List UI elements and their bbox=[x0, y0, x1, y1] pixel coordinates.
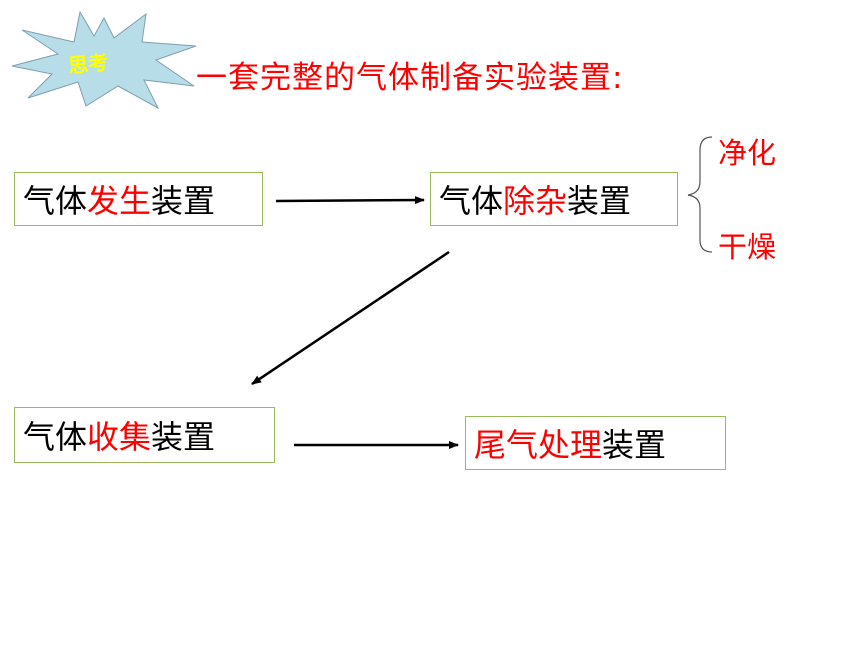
starburst-badge bbox=[11, 10, 197, 110]
page-title: 一套完整的气体制备实验装置: bbox=[196, 60, 624, 96]
collection-part1: 气体 bbox=[23, 418, 88, 456]
generation-highlight: 发生 bbox=[87, 182, 152, 220]
arrow-purification-to-collection bbox=[251, 250, 450, 386]
generation-part2: 装置 bbox=[151, 182, 216, 220]
branch-brace bbox=[687, 136, 713, 253]
generation-part1: 气体 bbox=[23, 182, 88, 220]
branch-top-label: 净化 bbox=[718, 136, 777, 170]
generation-box: 气体发生装置 bbox=[14, 172, 263, 226]
collection-box: 气体收集装置 bbox=[14, 407, 275, 463]
arrow-generation-to-purification bbox=[275, 196, 425, 205]
purification-box: 气体除杂装置 bbox=[430, 172, 678, 226]
purification-highlight: 除杂 bbox=[503, 182, 568, 220]
tail-gas-box: 尾气处理装置 bbox=[465, 416, 726, 470]
purification-part2: 装置 bbox=[567, 182, 632, 220]
tail-part2: 装置 bbox=[602, 426, 667, 464]
collection-highlight: 收集 bbox=[87, 418, 152, 456]
purification-part1: 气体 bbox=[439, 182, 504, 220]
tail-highlight: 尾气处理 bbox=[474, 426, 603, 464]
starburst-shape bbox=[11, 10, 197, 110]
collection-part2: 装置 bbox=[151, 418, 216, 456]
branch-bottom-label: 干燥 bbox=[718, 230, 777, 264]
